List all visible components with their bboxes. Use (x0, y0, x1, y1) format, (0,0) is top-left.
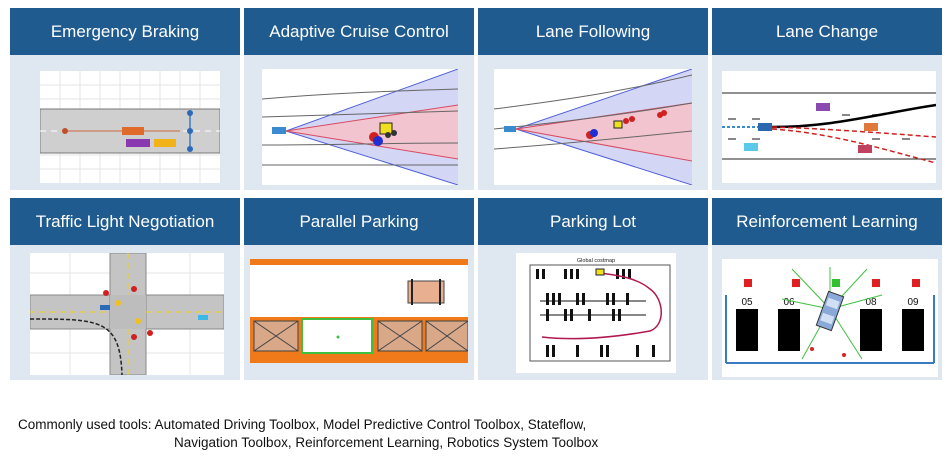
slot-number: 09 (907, 297, 919, 308)
row-1: Emergency Braking (10, 8, 942, 190)
tile-parallel-parking[interactable]: Parallel Parking (244, 198, 474, 380)
tile-title: Reinforcement Learning (712, 198, 942, 245)
traffic-light-thumbnail (30, 253, 224, 375)
tile-title: Emergency Braking (10, 8, 240, 55)
tile-traffic-light-negotiation[interactable]: Traffic Light Negotiation (10, 198, 240, 380)
tile-parking-lot[interactable]: Parking Lot Global costmap (478, 198, 708, 380)
parking-lot-plot-title: Global costmap (577, 258, 615, 264)
emergency-braking-thumbnail (40, 71, 220, 183)
tile-title: Lane Following (478, 8, 708, 55)
tools-footer: Commonly used tools: Automated Driving T… (18, 416, 598, 452)
tile-lane-change[interactable]: Lane Change (712, 8, 942, 190)
tile-title: Lane Change (712, 8, 942, 55)
lane-following-thumbnail (494, 69, 692, 185)
tile-reinforcement-learning[interactable]: Reinforcement Learning (712, 198, 942, 380)
tile-title: Parking Lot (478, 198, 708, 245)
parking-lot-thumbnail: Global costmap (516, 253, 676, 373)
tile-title: Parallel Parking (244, 198, 474, 245)
slot-number: 08 (865, 297, 877, 308)
tile-title: Traffic Light Negotiation (10, 198, 240, 245)
slot-number: 06 (783, 297, 795, 308)
tile-emergency-braking[interactable]: Emergency Braking (10, 8, 240, 190)
footer-line-1: Commonly used tools: Automated Driving T… (18, 417, 587, 432)
parallel-parking-thumbnail (250, 259, 468, 363)
row-2: Traffic Light Negotiation (10, 198, 942, 380)
tile-title: Adaptive Cruise Control (244, 8, 474, 55)
reinforcement-learning-thumbnail: 05 06 07 08 09 (722, 259, 938, 377)
lane-change-thumbnail (722, 71, 936, 183)
tile-adaptive-cruise-control[interactable]: Adaptive Cruise Control (244, 8, 474, 190)
tile-lane-following[interactable]: Lane Following (478, 8, 708, 190)
adaptive-cruise-control-thumbnail (262, 69, 458, 185)
slot-number: 05 (741, 297, 753, 308)
examples-grid: Emergency Braking (10, 8, 942, 388)
footer-line-2: Navigation Toolbox, Reinforcement Learni… (174, 435, 599, 450)
